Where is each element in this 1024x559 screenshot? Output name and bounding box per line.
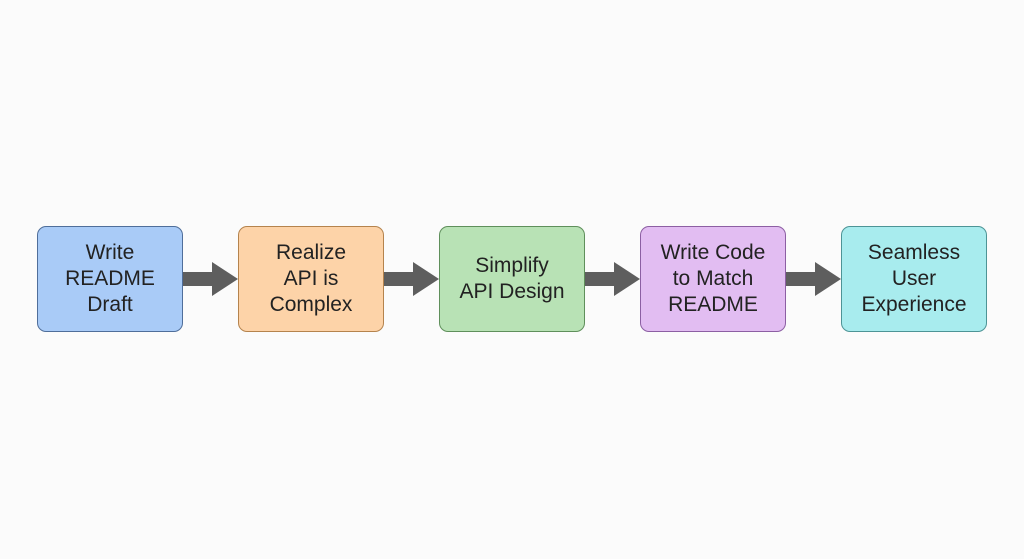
- right-arrow-icon: [384, 262, 439, 296]
- step-realize-api-is-complex: Realize API is Complex: [238, 226, 384, 332]
- step-simplify-api-design: Simplify API Design: [439, 226, 585, 332]
- step-write-code-to-match-readme: Write Code to Match README: [640, 226, 786, 332]
- step-seamless-user-experience: Seamless User Experience: [841, 226, 987, 332]
- step-label: Simplify API Design: [459, 254, 565, 303]
- right-arrow-icon: [183, 262, 238, 296]
- right-arrow-icon: [585, 262, 640, 296]
- step-write-readme-draft: Write README Draft: [37, 226, 183, 332]
- step-label: Realize API is Complex: [269, 241, 353, 316]
- step-label: Write Code to Match README: [660, 241, 766, 316]
- step-label: Seamless User Experience: [861, 241, 967, 316]
- right-arrow-icon: [786, 262, 841, 296]
- step-label: Write README Draft: [65, 241, 155, 316]
